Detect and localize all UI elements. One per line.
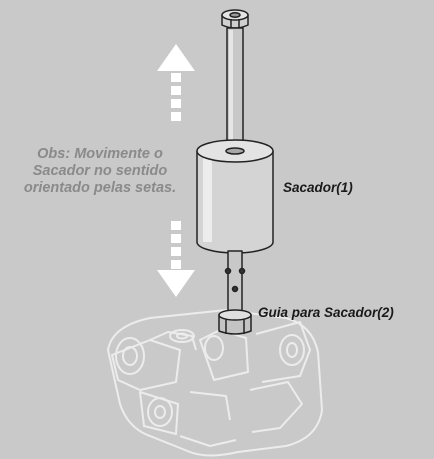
note-line: orientado pelas setas.	[23, 180, 177, 196]
arrow-up-icon	[157, 44, 195, 121]
arrow-down-icon	[157, 221, 195, 297]
sacador-tool	[196, 9, 274, 335]
note-line: Sacador no sentido	[32, 163, 168, 179]
sacador-label: Sacador(1)	[283, 180, 353, 195]
note-line: Obs: Movimente o	[37, 146, 163, 162]
pump-housing	[107, 309, 323, 457]
guia-sacador-label: Guia para Sacador(2)	[258, 305, 394, 320]
instruction-note: Obs: Movimente o Sacador no sentido orie…	[2, 146, 198, 197]
